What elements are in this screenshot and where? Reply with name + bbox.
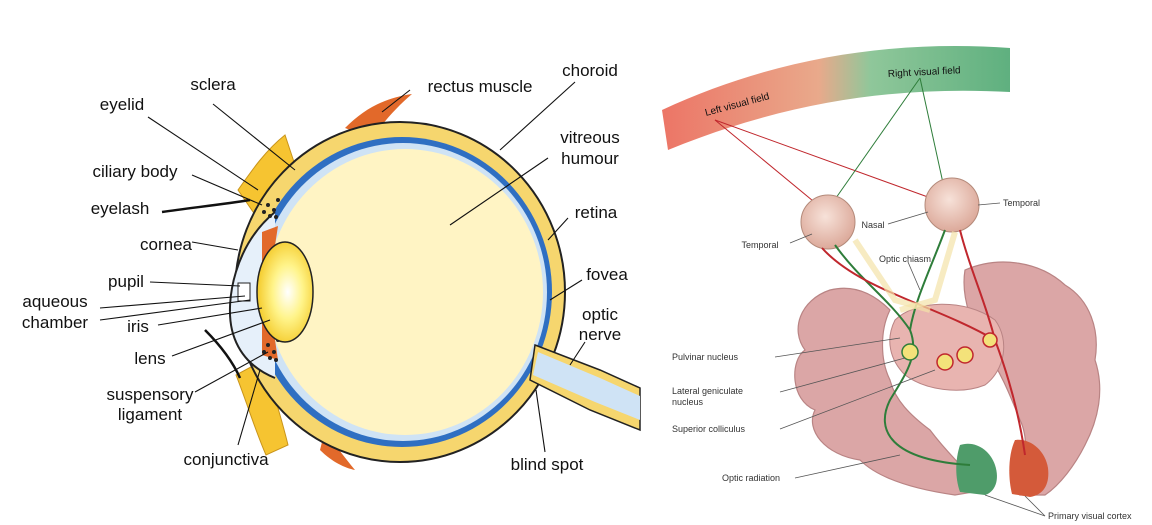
label-optic-radiation: Optic radiation bbox=[722, 473, 780, 483]
label-fovea: fovea bbox=[586, 265, 628, 284]
label-eyelash: eyelash bbox=[91, 199, 150, 218]
visual-cortex-left-patch bbox=[956, 444, 997, 495]
label-optic-1: optic bbox=[582, 305, 618, 324]
label-optic-2: nerve bbox=[579, 325, 622, 344]
label-blind-spot: blind spot bbox=[511, 455, 584, 474]
label-lens: lens bbox=[134, 349, 165, 368]
eyelash-top-shape bbox=[162, 200, 250, 212]
label-choroid: choroid bbox=[562, 61, 618, 80]
visual-pathway-diagram: Left visual field Right visual field bbox=[662, 46, 1132, 521]
visual-field-band bbox=[662, 46, 1010, 150]
label-aqueous-2: chamber bbox=[22, 313, 88, 332]
label-lgn-1: Lateral geniculate bbox=[672, 386, 743, 396]
label-lgn-2: nucleus bbox=[672, 397, 704, 407]
label-pupil: pupil bbox=[108, 272, 144, 291]
label-iris: iris bbox=[127, 317, 149, 336]
label-eyelid: eyelid bbox=[100, 95, 144, 114]
label-retina: retina bbox=[575, 203, 618, 222]
label-superior-colliculus: Superior colliculus bbox=[672, 424, 746, 434]
label-temporal-right: Temporal bbox=[1003, 198, 1040, 208]
label-optic-chiasm: Optic chiasm bbox=[879, 254, 931, 264]
label-suspensory-2: ligament bbox=[118, 405, 183, 424]
lens-shape bbox=[257, 242, 313, 342]
label-vitreous-2: humour bbox=[561, 149, 619, 168]
label-conjunctiva: conjunctiva bbox=[183, 450, 269, 469]
label-sclera: sclera bbox=[190, 75, 236, 94]
label-nasal: Nasal bbox=[861, 220, 884, 230]
right-eyeball bbox=[925, 178, 979, 232]
eye-diagram: sclera eyelid ciliary body eyelash corne… bbox=[22, 61, 640, 474]
label-temporal-left: Temporal bbox=[741, 240, 778, 250]
label-primary-visual-cortex: Primary visual cortex bbox=[1048, 511, 1132, 521]
label-rectus-muscle: rectus muscle bbox=[428, 77, 533, 96]
label-aqueous-1: aqueous bbox=[22, 292, 87, 311]
left-eyeball bbox=[801, 195, 855, 249]
label-ciliary-body: ciliary body bbox=[92, 162, 178, 181]
label-suspensory-1: suspensory bbox=[107, 385, 194, 404]
label-vitreous-1: vitreous bbox=[560, 128, 620, 147]
label-cornea: cornea bbox=[140, 235, 193, 254]
label-pulvinar-nucleus: Pulvinar nucleus bbox=[672, 352, 739, 362]
